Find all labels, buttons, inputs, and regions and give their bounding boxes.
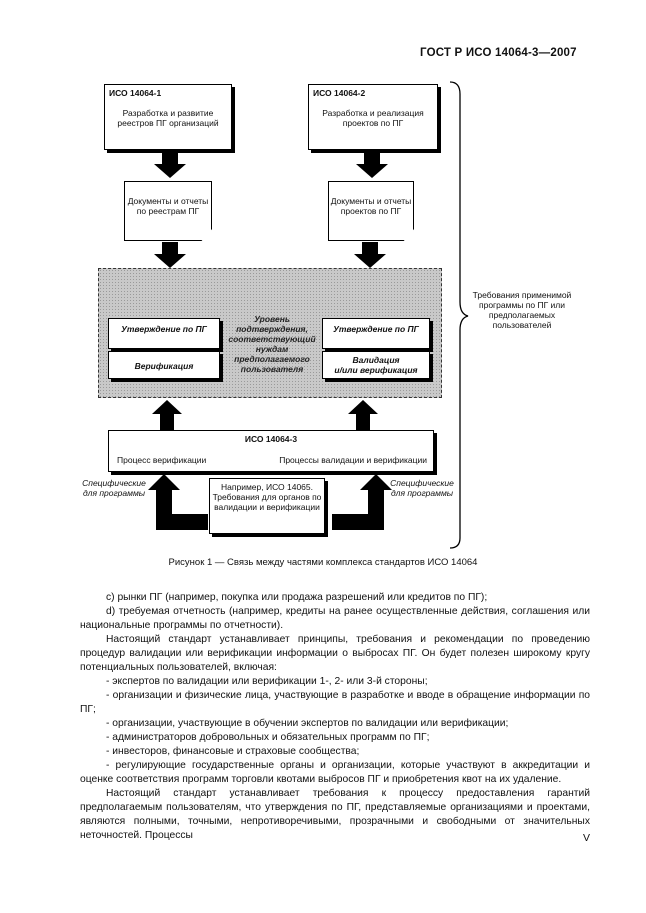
verification-left-text: Верификация bbox=[134, 361, 194, 371]
paragraph: c) рынки ПГ (например, покупка или прода… bbox=[106, 592, 488, 603]
arrow-down-icon bbox=[154, 242, 186, 268]
documents-reports-inventories-box: Документы и отчеты по реестрам ПГ bbox=[124, 181, 212, 241]
arrow-down-icon bbox=[354, 242, 386, 268]
bent-arrow-right-icon bbox=[332, 474, 392, 530]
iso-14064-1-text: Разработка и развитие реестров ПГ органи… bbox=[117, 108, 219, 128]
documents-reports-projects-text: Документы и отчеты проектов по ПГ bbox=[330, 196, 412, 216]
list-item: - организации и физические лица, участву… bbox=[80, 690, 590, 715]
iso-14065-text: Например, ИСО 14065. Требования для орга… bbox=[212, 482, 322, 512]
requirements-label: Требования применимой программы по ПГ ил… bbox=[472, 290, 572, 330]
documents-reports-projects-box: Документы и отчеты проектов по ПГ bbox=[328, 181, 414, 241]
iso-14064-1-box: ИСО 14064-1 Разработка и развитие реестр… bbox=[104, 84, 232, 150]
validation-right-box: Валидация и/или верификация bbox=[322, 351, 430, 379]
iso-14064-2-box: ИСО 14064-2 Разработка и реализация прое… bbox=[308, 84, 438, 150]
list-item: - экспертов по валидации или верификации… bbox=[106, 676, 428, 687]
validation-verification-processes-text: Процессы валидации и верификации bbox=[279, 455, 427, 465]
diagram: ИСО 14064-1 Разработка и развитие реестр… bbox=[82, 81, 572, 549]
assurance-left-box: Утверждение по ПГ bbox=[108, 318, 220, 349]
paragraph: Настоящий стандарт устанавливает требова… bbox=[80, 788, 590, 841]
paragraph: Настоящий стандарт устанавливает принцип… bbox=[80, 634, 590, 673]
iso-14064-1-title: ИСО 14064-1 bbox=[109, 88, 162, 98]
documents-reports-inventories-text: Документы и отчеты по реестрам ПГ bbox=[127, 196, 209, 216]
validation-right-text-1: Валидация bbox=[352, 355, 400, 365]
iso-14064-3-box: ИСО 14064-3 Процесс верификации Процессы… bbox=[108, 430, 434, 472]
list-item: - регулирующие государственные органы и … bbox=[80, 760, 590, 785]
document-id-header: ГОСТ Р ИСО 14064-3—2007 bbox=[420, 47, 577, 59]
iso-14065-box: Например, ИСО 14065. Требования для орга… bbox=[209, 478, 325, 534]
assurance-right-box: Утверждение по ПГ bbox=[322, 318, 430, 349]
arrow-down-icon bbox=[356, 150, 388, 178]
program-specific-left-label: Специфические для программы bbox=[82, 478, 146, 498]
assurance-right-text: Утверждение по ПГ bbox=[333, 324, 419, 334]
list-item: - организации, участвующие в обучении эк… bbox=[106, 718, 509, 729]
arrow-down-icon bbox=[154, 150, 186, 178]
list-item: - инвесторов, финансовые и страховые соо… bbox=[106, 746, 360, 757]
assurance-left-text: Утверждение по ПГ bbox=[121, 324, 207, 334]
assurance-level-text: Уровень подтверждения, соответствующий н… bbox=[228, 314, 316, 374]
iso-14064-2-text: Разработка и реализация проектов по ПГ bbox=[322, 108, 424, 128]
arrow-up-icon bbox=[348, 400, 378, 430]
page-number: V bbox=[583, 832, 591, 844]
validation-right-text-2: и/или верификация bbox=[334, 365, 418, 375]
figure-caption: Рисунок 1 — Связь между частями комплекс… bbox=[168, 557, 478, 568]
arrow-up-icon bbox=[152, 400, 182, 430]
iso-14064-2-title: ИСО 14064-2 bbox=[313, 88, 366, 98]
program-specific-right-label: Специфические для программы bbox=[390, 478, 454, 498]
right-brace bbox=[449, 81, 469, 549]
list-item: - администраторов добровольных и обязате… bbox=[106, 732, 430, 743]
bent-arrow-left-icon bbox=[148, 474, 208, 530]
paragraph: d) требуемая отчетность (например, креди… bbox=[80, 606, 590, 631]
verification-process-text: Процесс верификации bbox=[117, 455, 207, 465]
verification-left-box: Верификация bbox=[108, 351, 220, 379]
iso-14064-3-title: ИСО 14064-3 bbox=[244, 434, 298, 444]
